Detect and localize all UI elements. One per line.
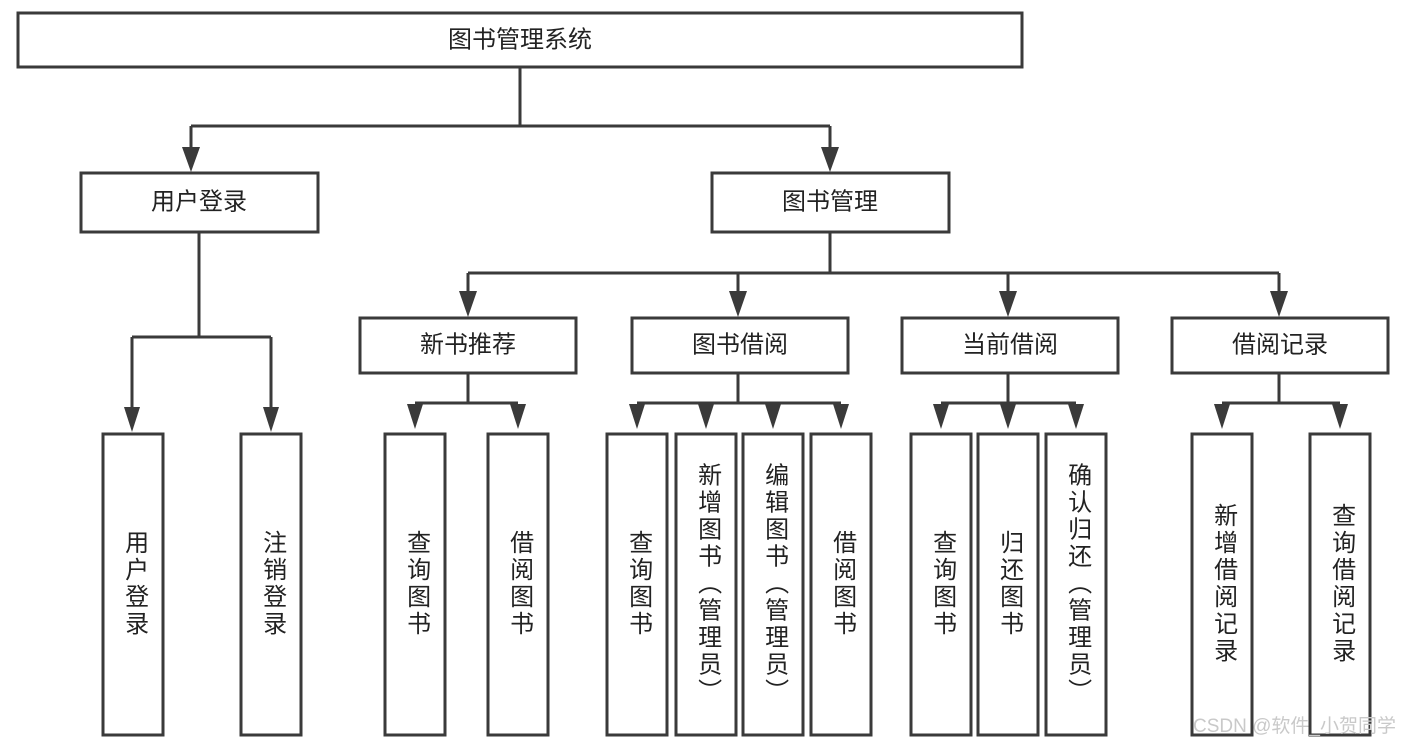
leaf-user-login-logout-box[interactable]	[239, 432, 303, 737]
csdn-watermark: CSDN @软件_小贺同学	[1193, 715, 1396, 737]
arrow-head-bookborrow-3	[833, 404, 849, 429]
node-new-book-recommend-box[interactable]	[358, 316, 578, 375]
connector-group-book-borrow	[629, 373, 849, 429]
leaf-bookborrow-add-box[interactable]	[674, 432, 738, 737]
arrow-head-currentborrow-2	[1068, 404, 1084, 429]
leaf-bookborrow-edit-label: 编辑图书（管理员）	[761, 463, 789, 706]
leaf-bookborrow-borrow-label: 借阅图书	[829, 530, 857, 638]
arrow-head-userlogin-1	[263, 407, 279, 432]
connector-group-new-book	[407, 373, 526, 429]
leaf-node-currentborrow-query[interactable]: 查询图书	[909, 432, 973, 737]
connector-group-user-login	[124, 232, 279, 432]
leaf-borrowrecord-add-box[interactable]	[1190, 432, 1254, 737]
leaf-bookborrow-borrow-box[interactable]	[809, 432, 873, 737]
leaf-user-login-login-label: 用户登录	[121, 530, 149, 638]
node-book-management-box[interactable]	[710, 171, 951, 234]
leaf-node-bookborrow-add[interactable]: 新增图书（管理员）	[674, 432, 738, 737]
leaf-bookborrow-query-label: 查询图书	[625, 530, 653, 638]
arrow-head-root-0	[182, 147, 200, 172]
leaf-currentborrow-query-box[interactable]	[909, 432, 973, 737]
connector-group-borrow-record	[1214, 373, 1348, 429]
leaf-currentborrow-return-box[interactable]	[976, 432, 1040, 737]
node-root-box[interactable]	[16, 11, 1024, 69]
node-book-management[interactable]: 图书管理	[710, 171, 951, 234]
node-current-borrow-box[interactable]	[900, 316, 1120, 375]
node-borrow-record[interactable]: 借阅记录	[1170, 316, 1390, 375]
leaf-node-borrowrecord-query[interactable]: 查询借阅记录	[1308, 432, 1372, 737]
arrow-head-newbook-0	[407, 404, 423, 429]
leaf-newbook-borrow-box[interactable]	[486, 432, 550, 737]
node-book-borrow[interactable]: 图书借阅	[630, 316, 850, 375]
leaf-node-currentborrow-return[interactable]: 归还图书	[976, 432, 1040, 737]
node-new-book-recommend[interactable]: 新书推荐	[358, 316, 578, 375]
connector-group-book-manage	[459, 232, 1288, 317]
node-new-book-recommend-label: 新书推荐	[420, 331, 516, 358]
node-user-login-box[interactable]	[79, 171, 320, 234]
arrow-head-userlogin-0	[124, 407, 140, 432]
leaf-newbook-borrow-label: 借阅图书	[506, 530, 534, 638]
node-book-borrow-box[interactable]	[630, 316, 850, 375]
leaf-newbook-query-box[interactable]	[383, 432, 447, 737]
leaf-currentborrow-return-label: 归还图书	[996, 530, 1024, 638]
arrow-head-bookmanage-3	[1270, 291, 1288, 317]
node-borrow-record-box[interactable]	[1170, 316, 1390, 375]
node-root-book-management-system[interactable]: 图书管理系统	[16, 11, 1024, 69]
leaf-currentborrow-confirm-box[interactable]	[1044, 432, 1108, 737]
connector-group-current-borrow	[933, 373, 1084, 429]
node-current-borrow[interactable]: 当前借阅	[900, 316, 1120, 375]
node-user-login-label: 用户登录	[151, 188, 247, 215]
leaf-user-login-login-box[interactable]	[101, 432, 165, 737]
arrow-head-bookmanage-0	[459, 291, 477, 317]
arrow-head-root-1	[821, 147, 839, 172]
arrow-head-bookmanage-1	[729, 291, 747, 317]
leaf-node-bookborrow-borrow[interactable]: 借阅图书	[809, 432, 873, 737]
leaf-node-borrowrecord-add[interactable]: 新增借阅记录	[1190, 432, 1254, 737]
arrow-head-currentborrow-1	[1000, 404, 1016, 429]
node-root-label: 图书管理系统	[448, 26, 592, 53]
arrow-head-bookborrow-2	[765, 404, 781, 429]
leaf-borrowrecord-query-label: 查询借阅记录	[1328, 503, 1356, 665]
connector-group-root	[182, 67, 839, 172]
leaf-borrowrecord-query-box[interactable]	[1308, 432, 1372, 737]
leaf-borrowrecord-add-label: 新增借阅记录	[1210, 503, 1238, 665]
leaf-bookborrow-add-label: 新增图书（管理员）	[694, 463, 722, 706]
leaf-node-user-login-login[interactable]: 用户登录	[101, 432, 165, 737]
node-current-borrow-label: 当前借阅	[962, 331, 1058, 358]
arrow-head-borrowrecord-1	[1332, 404, 1348, 429]
node-borrow-record-label: 借阅记录	[1232, 331, 1328, 358]
leaf-node-user-login-logout[interactable]: 注销登录	[239, 432, 303, 737]
arrow-head-bookborrow-0	[629, 404, 645, 429]
node-book-management-label: 图书管理	[782, 188, 878, 215]
leaf-bookborrow-edit-box[interactable]	[741, 432, 805, 737]
node-book-borrow-label: 图书借阅	[692, 331, 788, 358]
arrow-head-borrowrecord-0	[1214, 404, 1230, 429]
arrow-head-bookborrow-1	[698, 404, 714, 429]
arrow-head-newbook-1	[510, 404, 526, 429]
leaf-user-login-logout-label: 注销登录	[259, 530, 287, 638]
leaf-bookborrow-query-box[interactable]	[605, 432, 669, 737]
leaf-node-newbook-borrow[interactable]: 借阅图书	[486, 432, 550, 737]
leaf-node-bookborrow-query[interactable]: 查询图书	[605, 432, 669, 737]
leaf-currentborrow-query-label: 查询图书	[929, 530, 957, 638]
node-user-login[interactable]: 用户登录	[79, 171, 320, 234]
arrow-head-currentborrow-0	[933, 404, 949, 429]
leaf-node-newbook-query[interactable]: 查询图书	[383, 432, 447, 737]
arrow-head-bookmanage-2	[999, 291, 1017, 317]
leaf-currentborrow-confirm-label: 确认归还（管理员）	[1064, 463, 1092, 706]
leaf-node-bookborrow-edit[interactable]: 编辑图书（管理员）	[741, 432, 805, 737]
leaf-node-currentborrow-confirm[interactable]: 确认归还（管理员）	[1044, 432, 1108, 737]
leaf-newbook-query-label: 查询图书	[403, 530, 431, 638]
